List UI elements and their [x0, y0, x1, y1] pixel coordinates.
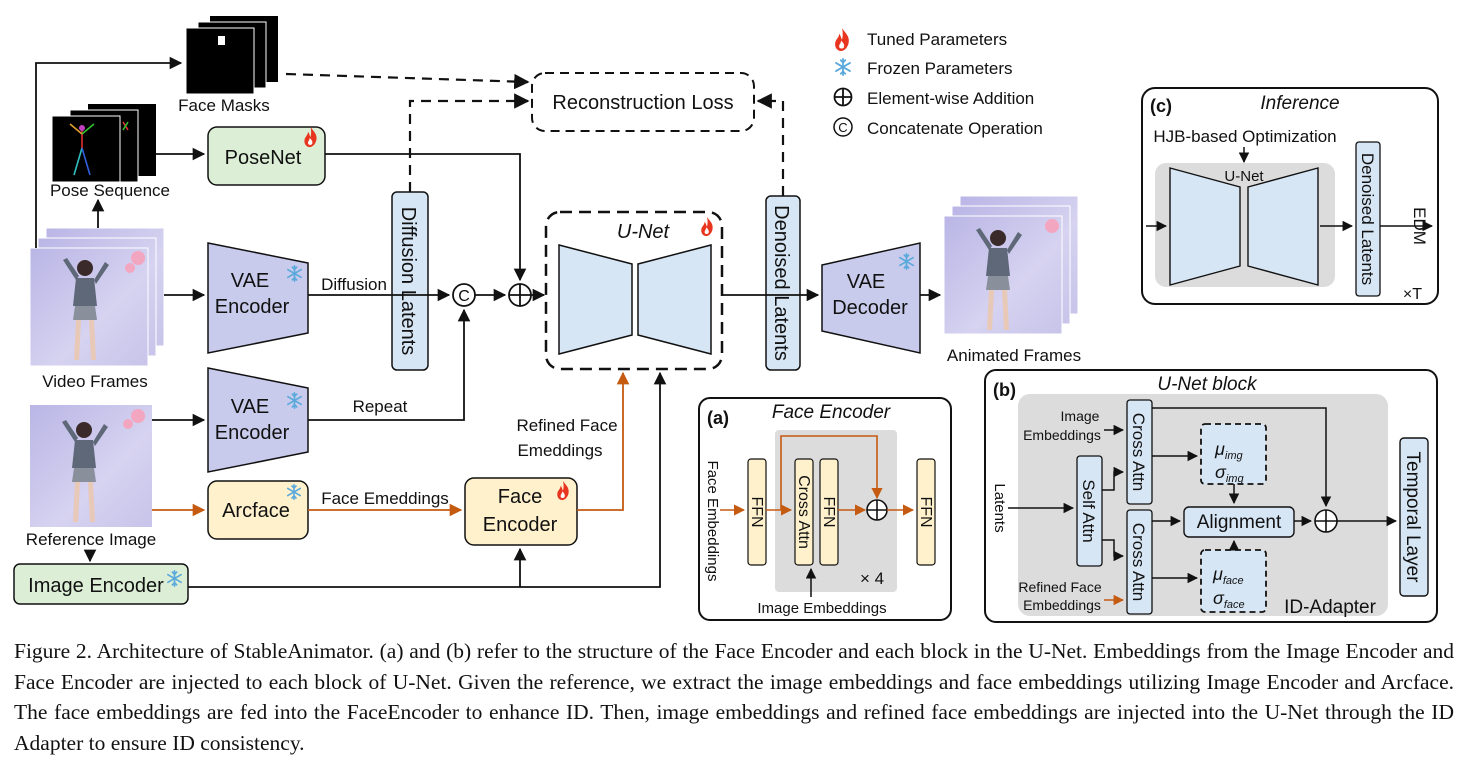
flame-icon	[835, 27, 849, 52]
inference-denoised-label: Denoised Latents	[1358, 153, 1377, 285]
image-embeddings-label: Image Embeddings	[757, 600, 886, 617]
encoder-label: Encoder	[215, 422, 290, 444]
denoised-latents-label: Denoised Latents	[770, 205, 792, 361]
panel-b-tag: (b)	[993, 380, 1016, 400]
unet-block: U-Net	[544, 210, 724, 371]
pose-sequence-stack	[51, 104, 156, 183]
legend-frozen-label: Frozen Parameters	[867, 59, 1013, 78]
image-encoder-block: Image Encoder	[13, 563, 189, 605]
plus-circle-icon	[833, 87, 853, 107]
vae-encoder-reference: VAE Encoder	[207, 367, 309, 473]
legend-concat-label: Concatenate Operation	[867, 119, 1043, 138]
diffusion-edge-label: Diffusion	[321, 275, 387, 294]
panel-a-input-label: Face Embeddings	[704, 461, 721, 582]
concat-symbol: C	[838, 120, 847, 135]
vae-label: VAE	[847, 271, 886, 293]
ffn-label: FFN	[917, 496, 934, 527]
denoised-latents-block: Denoised Latents	[765, 195, 801, 371]
add-operation	[508, 283, 532, 307]
animated-frames-label: Animated Frames	[947, 346, 1081, 365]
latents-label: Latents	[991, 483, 1008, 532]
panel-a-title: Face Encoder	[772, 402, 891, 423]
cross-attn-label: Cross Attn	[795, 475, 812, 549]
vae-encoder-video: VAE Encoder	[207, 242, 309, 354]
face-emeddings-edge-label: Face Emeddings	[321, 489, 449, 508]
video-frames-label: Video Frames	[42, 372, 148, 391]
hjb-label: HJB-based Optimization	[1153, 127, 1336, 146]
refined-face-label-2: Embeddings	[1023, 597, 1101, 613]
image-embeddings-label-1: Image	[1061, 408, 1100, 424]
legend-add-label: Element-wise Addition	[867, 89, 1034, 108]
times-t-label: ×T	[1403, 286, 1422, 303]
posenet-block: PoseNet	[207, 126, 326, 186]
animated-frames-stack	[943, 195, 1079, 335]
ffn-label: FFN	[748, 496, 765, 527]
face-encoder-label-1: Face	[498, 486, 542, 508]
repeat-label: × 4	[860, 569, 884, 588]
diffusion-latents-label: Diffusion Latents	[397, 207, 419, 356]
vae-decoder-block: VAE Decoder	[821, 242, 921, 354]
video-frames-stack	[29, 227, 165, 367]
panel-c-title: Inference	[1260, 93, 1339, 114]
add-operation	[1314, 509, 1338, 533]
inference-unet-label: U-Net	[1224, 168, 1264, 185]
arcface-label: Arcface	[222, 500, 290, 522]
concat-operation: C	[452, 283, 476, 307]
encoder-label: Encoder	[215, 296, 290, 318]
loss-dashed-arrows	[285, 72, 785, 196]
face-masks-stack	[185, 16, 278, 95]
face-encoder-block: Face Encoder	[464, 477, 578, 546]
refined-face-label-2: Emeddings	[517, 441, 602, 460]
panel-face-encoder: (a) Face Encoder Face Embeddings FFN Cro…	[698, 397, 952, 621]
panel-unet-block: (b) U-Net block Image Embeddings Latents…	[984, 369, 1438, 623]
cross-attn-label: Cross Attn	[1129, 413, 1148, 491]
reference-image	[30, 405, 152, 527]
unet-title: U-Net	[617, 221, 671, 243]
repeat-edge-label: Repeat	[353, 397, 408, 416]
ffn-label: FFN	[820, 496, 837, 527]
snowflake-icon	[835, 58, 851, 76]
alignment-label: Alignment	[1197, 512, 1282, 533]
arcface-block: Arcface	[207, 480, 309, 540]
vae-label: VAE	[231, 396, 270, 418]
cross-attn-label: Cross Attn	[1129, 523, 1148, 601]
vae-label: VAE	[231, 270, 270, 292]
face-flow-arrows	[152, 371, 630, 517]
legend: Tuned Parameters Frozen Parameters Eleme…	[833, 27, 1043, 138]
reconstruction-loss-label: Reconstruction Loss	[552, 92, 733, 114]
decoder-label: Decoder	[832, 297, 908, 319]
concat-circle-icon: C	[833, 117, 853, 137]
refined-face-label-1: Refined Face	[1018, 579, 1101, 595]
panel-b-title: U-Net block	[1157, 374, 1258, 395]
face-encoder-label-2: Encoder	[483, 514, 558, 536]
mu-img-symbol: μimg	[1214, 439, 1243, 462]
face-masks-label: Face Masks	[178, 96, 270, 115]
add-operation	[866, 499, 888, 521]
image-embeddings-label-2: Embeddings	[1023, 427, 1101, 443]
image-encoder-label: Image Encoder	[28, 575, 164, 597]
reference-image-label: Reference Image	[26, 530, 156, 549]
self-attn-label: Self Attn	[1079, 479, 1098, 542]
architecture-diagram: Tuned Parameters Frozen Parameters Eleme…	[13, 16, 1439, 623]
main-flow-arrows	[35, 56, 942, 588]
panel-c-tag: (c)	[1150, 96, 1172, 116]
figure-caption: Figure 2. Architecture of StableAnimator…	[14, 639, 1454, 755]
pose-sequence-label: Pose Sequence	[50, 181, 170, 200]
sigma-img-symbol: σimg	[1215, 462, 1244, 485]
temporal-layer-label: Temporal Layer	[1402, 452, 1423, 584]
panel-a-tag: (a)	[707, 408, 729, 428]
posenet-label: PoseNet	[225, 147, 302, 169]
panel-inference: (c) Inference HJB-based Optimization U-N…	[1141, 87, 1439, 305]
refined-face-label-1: Refined Face	[516, 416, 617, 435]
id-adapter-label: ID-Adapter	[1284, 597, 1377, 618]
concat-symbol: C	[458, 288, 470, 305]
reconstruction-loss-block: Reconstruction Loss	[531, 72, 755, 132]
diffusion-latents-block: Diffusion Latents	[391, 191, 429, 371]
legend-tuned-label: Tuned Parameters	[867, 30, 1007, 49]
sigma-face-symbol: σface	[1213, 588, 1245, 611]
mu-face-symbol: μface	[1212, 564, 1244, 587]
